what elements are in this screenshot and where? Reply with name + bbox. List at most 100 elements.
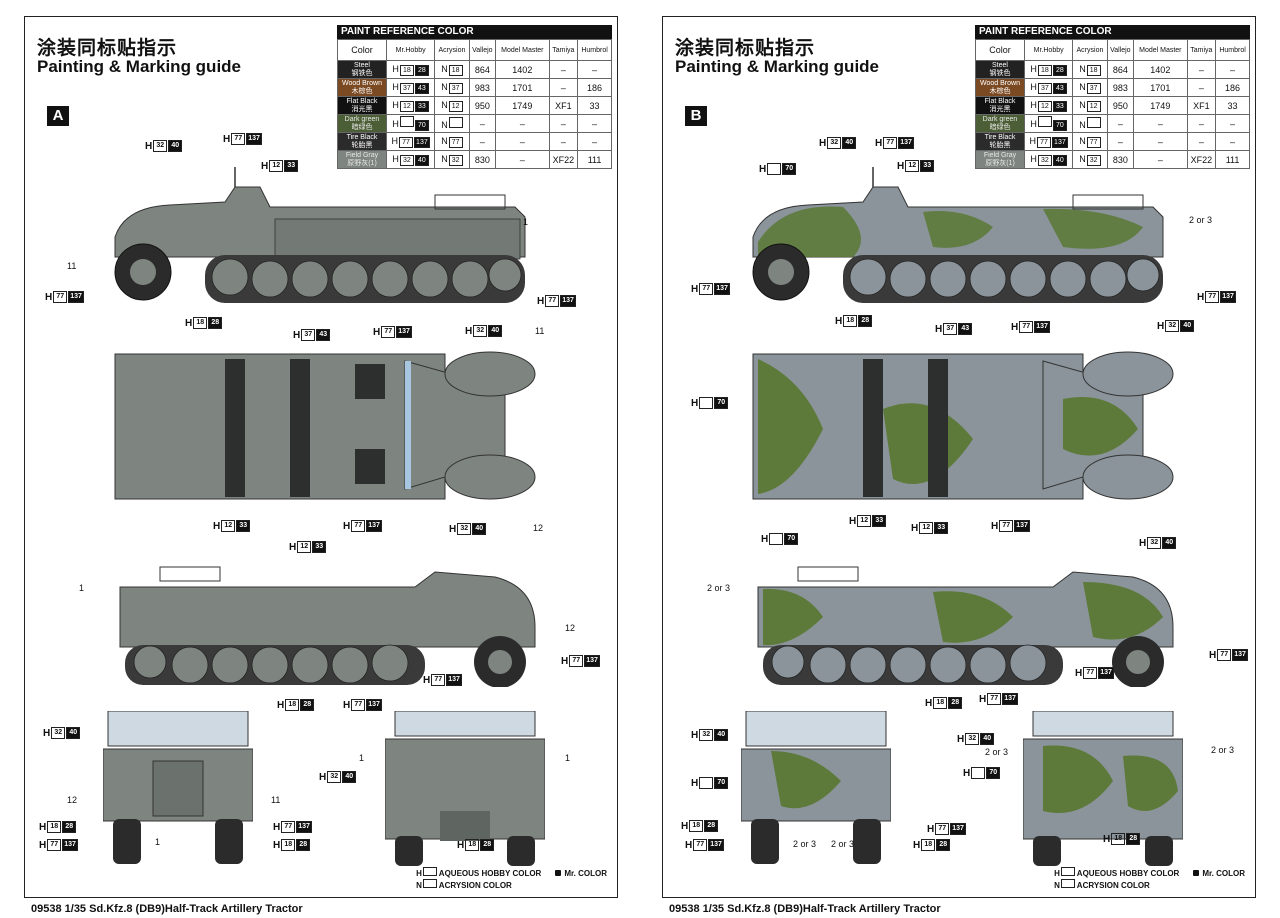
humbrol-cell: 33 (577, 96, 612, 115)
col-acrysion: Acrysion (434, 39, 470, 61)
humbrol-cell: – (577, 114, 612, 133)
rear-view-camo (1023, 711, 1183, 866)
modelmaster-cell: – (495, 114, 550, 133)
humbrol-cell: – (577, 60, 612, 79)
title-chinese: 涂装同标贴指示 (37, 38, 178, 59)
decal-number: 2 or 3 (1189, 215, 1213, 225)
decal-number: 2 or 3 (793, 839, 817, 849)
decal-number: 12 (565, 623, 576, 633)
decal-number: 2 or 3 (831, 839, 855, 849)
modelmaster-cell: 1402 (495, 60, 550, 79)
decal-number: 1 (79, 583, 85, 593)
modelmaster-cell: 1749 (1133, 96, 1188, 115)
tamiya-cell: – (548, 78, 579, 97)
humbrol-cell: – (577, 132, 612, 151)
vallejo-cell: – (468, 114, 497, 133)
modelmaster-cell: – (1133, 114, 1188, 133)
humbrol-cell: 111 (577, 150, 612, 169)
paint-table-heading: PAINT REFERENCE COLOR (975, 25, 1250, 39)
col-vallejo: Vallejo (468, 39, 497, 61)
col-humbrol: Humbrol (1215, 39, 1250, 61)
modelmaster-cell: 1701 (1133, 78, 1188, 97)
side-view-left-facing-camo (752, 167, 1164, 303)
decal-number: 12 (533, 523, 544, 533)
col-tamiya: Tamiya (1186, 39, 1217, 61)
paint-reference-table: PAINT REFERENCE COLOR Color Mr.Hobby Acr… (337, 25, 612, 169)
mr-color-icon (1193, 870, 1200, 876)
vallejo-cell: 950 (468, 96, 497, 115)
mr-color-icon (555, 870, 562, 876)
paint-table-grid: Color Mr.Hobby Acrysion Vallejo Model Ma… (975, 39, 1250, 169)
vallejo-cell: 864 (1106, 60, 1135, 79)
top-view-camo (752, 351, 1174, 500)
modelmaster-cell: – (495, 150, 550, 169)
humbrol-cell: – (1215, 60, 1250, 79)
decal-number: 1 (155, 837, 161, 847)
tamiya-cell: – (548, 60, 579, 79)
rear-view (385, 711, 545, 866)
humbrol-cell: – (1215, 132, 1250, 151)
decal-number: 2 or 3 (707, 583, 731, 593)
title-english: Painting & Marking guide (675, 57, 880, 76)
front-view-camo (741, 711, 891, 864)
col-humbrol: Humbrol (577, 39, 612, 61)
paint-reference-table: PAINT REFERENCE COLOR Color Mr.Hobby Acr… (975, 25, 1250, 169)
col-mrhobby: Mr.Hobby (385, 39, 436, 61)
tamiya-cell: XF1 (548, 96, 579, 115)
col-tamiya: Tamiya (548, 39, 579, 61)
tamiya-cell: XF1 (1186, 96, 1217, 115)
side-view-left-facing (114, 167, 526, 303)
decal-number: 11 (67, 261, 77, 271)
paint-table-heading: PAINT REFERENCE COLOR (337, 25, 612, 39)
tamiya-cell: – (548, 114, 579, 133)
